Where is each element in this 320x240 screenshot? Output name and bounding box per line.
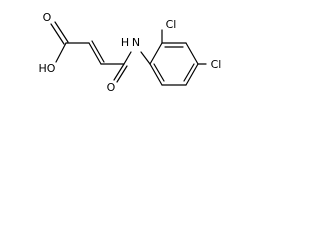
amide-hydrogen-label: H [121, 36, 129, 49]
chlorine-ortho-label: Cl [166, 18, 177, 31]
chlorine-para-label: Cl [211, 58, 222, 71]
amide-oxygen-label: O [107, 81, 116, 94]
bond-lines [50, 21, 207, 86]
bond-c2-c3-double-b [91, 40, 105, 63]
bond-n-ring [140, 51, 151, 65]
ring-inner-bond-3 [153, 63, 165, 82]
bond-c1-o-double-a [54, 21, 69, 43]
structure-diagram: O HO O H N Cl Cl [0, 0, 233, 110]
hydroxyl-label: HO [39, 62, 56, 75]
atom-labels: O HO O H N Cl Cl [39, 11, 222, 94]
bond-c2-c3-double-a [88, 42, 102, 65]
molecule-drawing: O HO O H N Cl Cl [39, 11, 222, 94]
bond-c4-o-double-a [113, 63, 125, 81]
ring-bond-3 [185, 42, 199, 65]
bond-c4-n [123, 51, 132, 65]
ring-bond-6 [149, 63, 163, 86]
bond-c4-o-double-b [116, 65, 128, 83]
ring-bond-4 [185, 63, 199, 86]
ring-inner-bond-2 [183, 63, 195, 82]
bond-c1-oh [55, 42, 67, 63]
ring-bond-1 [149, 42, 163, 65]
bond-c1-o-double-b [50, 23, 65, 45]
amide-nitrogen-label: N [132, 36, 140, 49]
carboxyl-oxygen-label: O [43, 11, 52, 24]
